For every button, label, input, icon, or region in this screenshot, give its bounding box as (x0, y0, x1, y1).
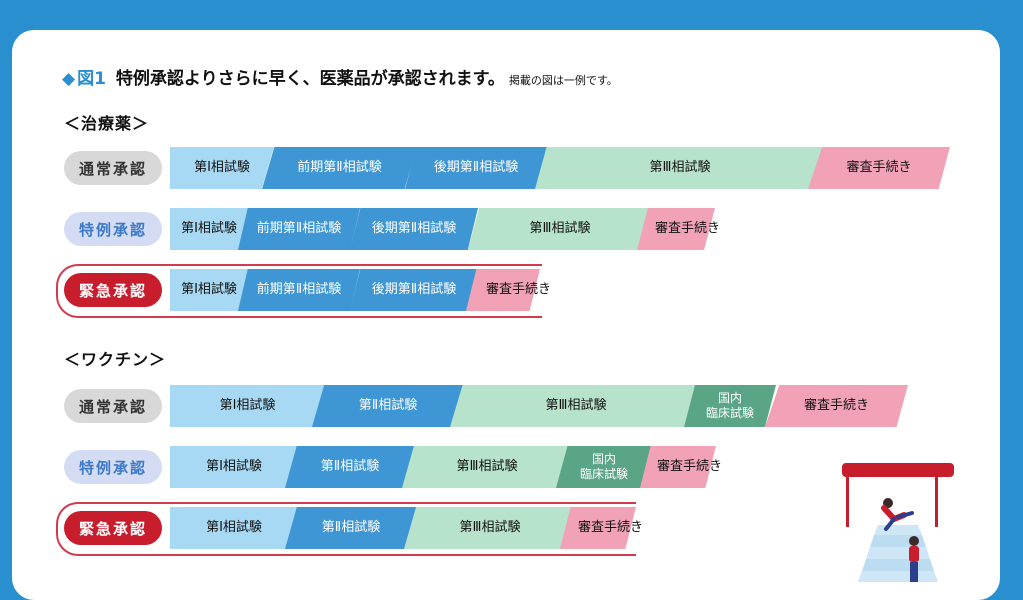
stair-step (874, 525, 922, 535)
emergency-frame-therapeutics (56, 264, 542, 318)
emergency-frame-vaccines (56, 502, 636, 556)
banner-pole-left (846, 475, 849, 527)
phase-bar-early-p2: 前期第Ⅱ相試験 (238, 269, 360, 311)
phase-bar-review: 審査手続き (765, 385, 908, 427)
phase-bar-review (560, 507, 636, 549)
phase-review-label: 審査手続き (655, 208, 745, 250)
phase-bar-review: 審査手続き (808, 147, 950, 189)
phase-label: 第Ⅲ相試験 (649, 159, 711, 175)
phase-label: 第Ⅰ相試験 (206, 519, 262, 535)
phase-bar-p1: 第Ⅰ相試験 (170, 208, 248, 250)
phase-label: 第Ⅲ相試験 (459, 519, 521, 535)
phase-label: 第Ⅱ相試験 (321, 519, 381, 535)
domestic-line1: 国内 (717, 391, 742, 405)
figure-label: 図1 (77, 69, 106, 89)
phase-label: 第Ⅰ相試験 (181, 220, 237, 236)
runner-legs (884, 511, 914, 531)
phase-label: 後期第Ⅱ相試験 (371, 281, 457, 297)
pill-special-therapeutics: 特例承認 (64, 212, 162, 246)
phase-bar-review (637, 208, 715, 250)
content-card (12, 30, 1000, 600)
domestic-line1: 国内 (591, 452, 616, 466)
climber-body (909, 546, 919, 562)
diamond-icon: ◆ (62, 69, 76, 89)
phase-bar-p1: 第Ⅰ相試験 (170, 269, 248, 311)
phase-bar-p3: 第Ⅲ相試験 (535, 147, 825, 189)
phase-label: 第Ⅲ相試験 (545, 397, 607, 413)
phase-label: 第Ⅰ相試験 (219, 397, 276, 413)
title-text: 特例承認よりさらに早く、医薬品が承認されます。 (115, 69, 505, 89)
phase-bar-late-p2: 後期第Ⅱ相試験 (405, 147, 547, 189)
phase-label: 国内臨床試験 (706, 391, 754, 421)
phase-review-label: 審査手続き (578, 507, 668, 549)
stairs-runner-illustration (842, 463, 954, 582)
phase-bar-late-p2: 後期第Ⅱ相試験 (350, 208, 478, 250)
phase-label: 第Ⅱ相試験 (358, 397, 418, 413)
phase-label: 審査手続き (486, 281, 552, 297)
climber-legs (910, 562, 918, 582)
phase-label: 審査手続き (655, 220, 721, 236)
stair-step (862, 559, 934, 571)
phase-label: 後期第Ⅱ相試験 (433, 159, 519, 175)
phase-label: 前期第Ⅱ相試験 (256, 220, 342, 236)
phase-bar-domestic: 国内臨床試験 (684, 385, 776, 427)
phase-bar-late-p2: 後期第Ⅱ相試験 (350, 269, 478, 311)
phase-label: 第Ⅰ相試験 (206, 458, 262, 474)
section-vaccines: ＜ワクチン＞ (64, 350, 167, 369)
phase-label: 第Ⅰ相試験 (181, 281, 237, 297)
domestic-line2: 臨床試験 (705, 406, 754, 420)
phase-review-label: 審査手続き (486, 269, 576, 311)
phase-review-label: 審査手続き (657, 446, 747, 488)
phase-bar-early-p2: 前期第Ⅱ相試験 (238, 208, 360, 250)
phase-label: 第Ⅰ相試験 (194, 159, 250, 175)
phase-bar-p1: 第Ⅰ相試験 (170, 147, 274, 189)
pill-emergency-therapeutics: 緊急承認 (64, 273, 162, 307)
pill-normal-vaccines: 通常承認 (64, 389, 162, 423)
phase-label: 後期第Ⅱ相試験 (371, 220, 457, 236)
phase-bar-p3: 第Ⅲ相試験 (450, 385, 702, 427)
pill-special-vaccines: 特例承認 (64, 450, 162, 484)
finish-banner (842, 463, 954, 477)
phase-bar-p3: 第Ⅲ相試験 (402, 446, 572, 488)
phase-label: 第Ⅱ相試験 (320, 458, 380, 474)
title-note: 掲載の図は一例です。 (508, 74, 618, 87)
stair-step (866, 547, 930, 559)
phase-bar-review (466, 269, 540, 311)
stair-step (858, 571, 938, 582)
phase-label: 第Ⅲ相試験 (456, 458, 518, 474)
phase-label: 前期第Ⅱ相試験 (256, 281, 342, 297)
phase-label: 国内臨床試験 (580, 452, 628, 482)
phase-bar-p1: 第Ⅰ相試験 (170, 446, 298, 488)
banner-pole-right (935, 475, 938, 527)
figure-title: ◆図1 特例承認よりさらに早く、医薬品が承認されます。掲載の図は一例です。 (62, 64, 618, 89)
phase-label: 審査手続き (803, 397, 869, 413)
climber-head (909, 536, 919, 546)
phase-bar-p3: 第Ⅲ相試験 (404, 507, 576, 549)
phase-bar-p1: 第Ⅰ相試験 (170, 507, 298, 549)
pill-emergency-vaccines: 緊急承認 (64, 511, 162, 545)
phase-label: 審査手続き (657, 458, 723, 474)
phase-bar-domestic: 国内臨床試験 (556, 446, 652, 488)
pill-normal-therapeutics: 通常承認 (64, 151, 162, 185)
phase-bar-p2: 第Ⅱ相試験 (285, 446, 415, 488)
phase-bar-p2: 第Ⅱ相試験 (285, 507, 417, 549)
phase-bar-early-p2: 前期第Ⅱ相試験 (262, 147, 417, 189)
section-therapeutics: ＜治療薬＞ (64, 114, 150, 133)
phase-label: 審査手続き (578, 519, 644, 535)
phase-bar-p3: 第Ⅲ相試験 (468, 208, 652, 250)
phase-bar-p1: 第Ⅰ相試験 (170, 385, 325, 427)
phase-bar-review (640, 446, 716, 488)
phase-label: 第Ⅲ相試験 (529, 220, 591, 236)
phase-label: 審査手続き (846, 159, 912, 175)
phase-label: 前期第Ⅱ相試験 (297, 159, 382, 175)
domestic-line2: 臨床試験 (579, 467, 628, 481)
phase-bar-p2: 第Ⅱ相試験 (312, 385, 464, 427)
